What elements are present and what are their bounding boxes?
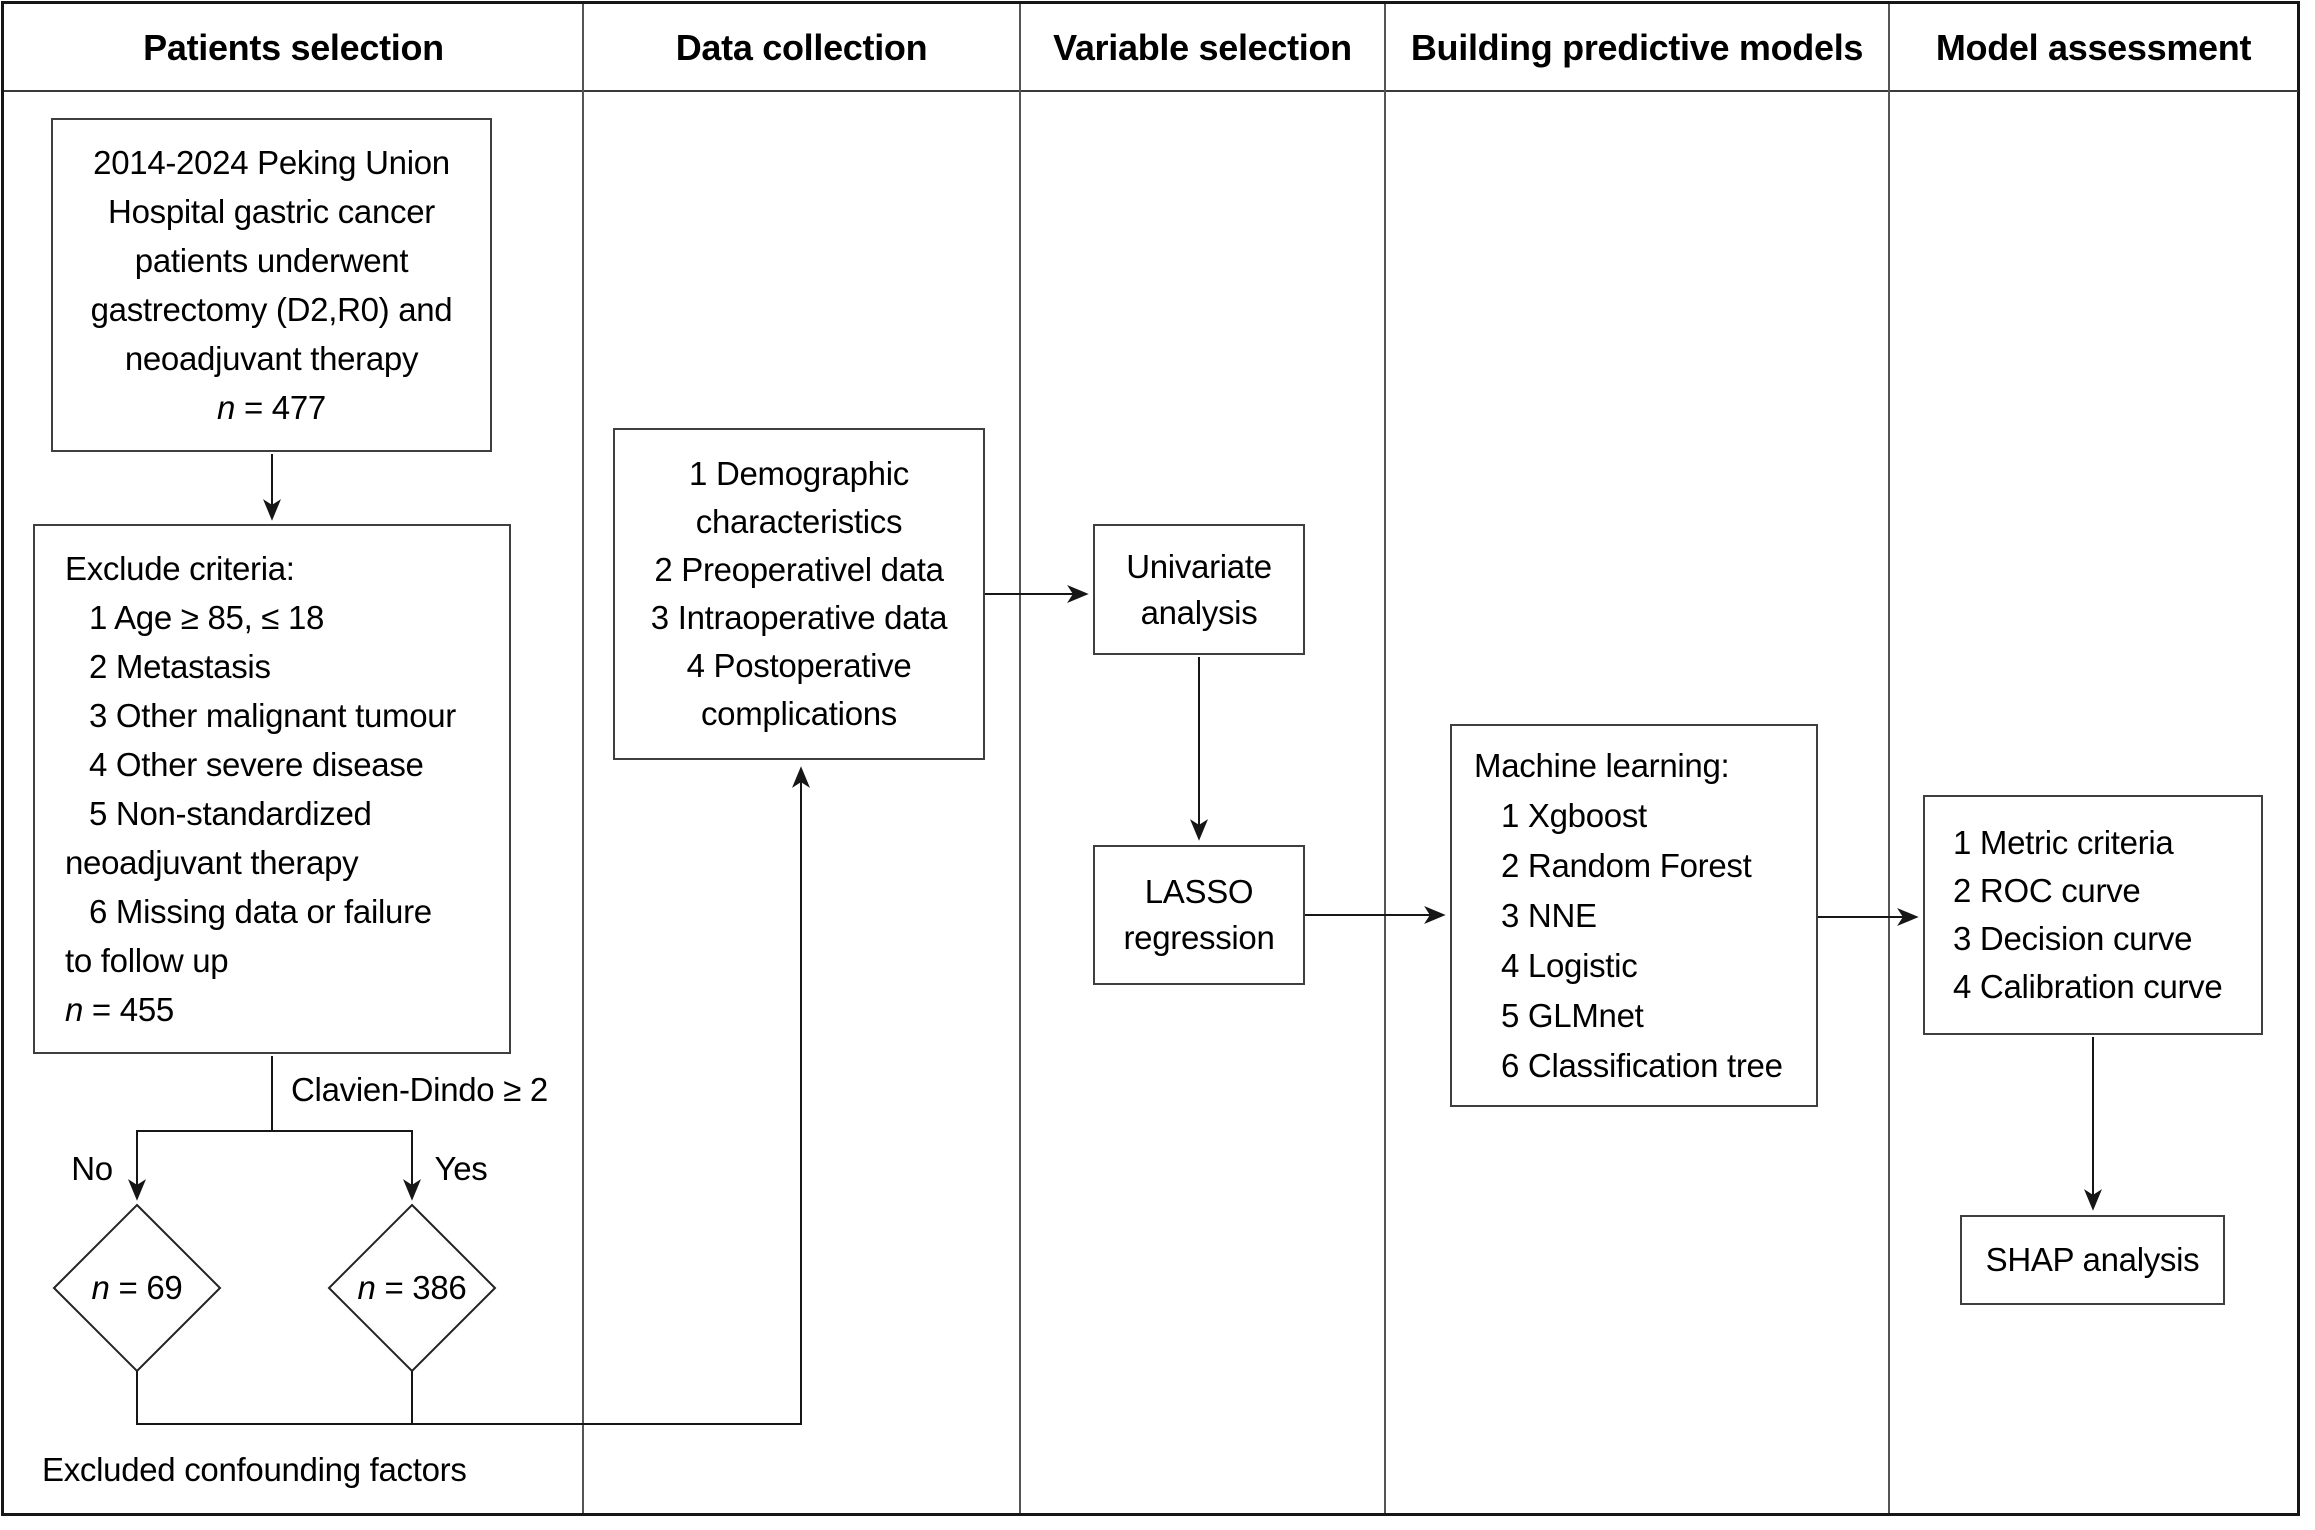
- cohort-box: 2014-2024 Peking Union Hospital gastric …: [51, 118, 492, 452]
- column-header-building-predictive-models: Building predictive models: [1410, 26, 1864, 68]
- machine-learning-title: Machine learning:: [1474, 746, 1730, 784]
- univariate-line: Univariate: [1126, 547, 1272, 585]
- exclude-n-count: n = 455: [65, 991, 174, 1028]
- cohort-line: neoadjuvant therapy: [124, 340, 419, 377]
- lasso-line: LASSO: [1144, 873, 1254, 910]
- data-collection-line: 1 Demographic: [689, 455, 909, 492]
- machine-learning-item: 5 GLMnet: [1501, 996, 1644, 1034]
- exclude-item: 2 Metastasis: [89, 648, 271, 685]
- shap-label: SHAP analysis: [1985, 1241, 2200, 1278]
- column-header-variable-selection: Variable selection: [1053, 26, 1352, 68]
- cohort-n-count: n = 477: [217, 389, 326, 426]
- exclude-item: 3 Other malignant tumour: [89, 697, 456, 734]
- data-collection-line: 4 Postoperative: [686, 647, 912, 684]
- branch-yes-label: Yes: [434, 1150, 488, 1187]
- machine-learning-item: 1 Xgboost: [1501, 796, 1647, 834]
- column-header-data-collection: Data collection: [675, 26, 928, 68]
- exclude-item: 6 Missing data or failure: [89, 893, 432, 930]
- data-collection-line: 2 Preoperativel data: [654, 551, 944, 588]
- lasso-regression-box: LASSO regression: [1093, 845, 1305, 985]
- branch-condition-label: Clavien-Dindo ≥ 2: [291, 1071, 548, 1108]
- data-collection-line: 3 Intraoperative data: [650, 599, 948, 636]
- cohort-line: 2014-2024 Peking Union: [93, 144, 450, 181]
- assessment-item: 1 Metric criteria: [1953, 824, 2174, 861]
- machine-learning-item: 2 Random Forest: [1501, 846, 1752, 884]
- shap-analysis-box: SHAP analysis: [1960, 1215, 2225, 1305]
- exclude-item: 1 Age ≥ 85, ≤ 18: [89, 599, 325, 636]
- data-collection-box: 1 Demographic characteristics 2 Preopera…: [613, 428, 985, 760]
- machine-learning-item: 4 Logistic: [1501, 946, 1638, 984]
- exclude-item-continuation: neoadjuvant therapy: [65, 844, 359, 881]
- diamond-yes-count: n = 386: [357, 1269, 467, 1306]
- lasso-line: regression: [1123, 919, 1275, 956]
- exclude-criteria-box: Exclude criteria: 1 Age ≥ 85, ≤ 18 2 Met…: [33, 524, 511, 1054]
- univariate-analysis-box: Univariate analysis: [1093, 524, 1305, 655]
- diamond-no-count: n = 69: [91, 1269, 183, 1306]
- exclude-item-continuation: to follow up: [65, 942, 229, 979]
- exclude-item: 4 Other severe disease: [89, 746, 424, 783]
- excluded-confounding-footnote: Excluded confounding factors: [42, 1451, 467, 1488]
- assessment-item: 3 Decision curve: [1953, 920, 2193, 957]
- cohort-line: Hospital gastric cancer: [108, 193, 435, 230]
- machine-learning-item: 3 NNE: [1501, 896, 1597, 934]
- data-collection-line: complications: [700, 695, 898, 732]
- exclude-item: 5 Non-standardized: [89, 795, 372, 832]
- machine-learning-item: 6 Classification tree: [1501, 1046, 1783, 1084]
- univariate-line: analysis: [1140, 593, 1258, 631]
- branch-no-label: No: [71, 1150, 113, 1187]
- assessment-item: 4 Calibration curve: [1953, 968, 2223, 1005]
- machine-learning-box: Machine learning: 1 Xgboost 2 Random For…: [1450, 724, 1818, 1107]
- model-assessment-box: 1 Metric criteria 2 ROC curve 3 Decision…: [1923, 795, 2263, 1035]
- assessment-item: 2 ROC curve: [1953, 872, 2141, 909]
- column-header-model-assessment: Model assessment: [1935, 26, 2252, 68]
- exclude-title: Exclude criteria:: [65, 550, 295, 587]
- cohort-line: gastrectomy (D2,R0) and: [90, 291, 453, 328]
- column-header-patients-selection: Patients selection: [143, 26, 444, 68]
- cohort-line: patients underwent: [134, 242, 409, 279]
- data-collection-line: characteristics: [695, 503, 903, 540]
